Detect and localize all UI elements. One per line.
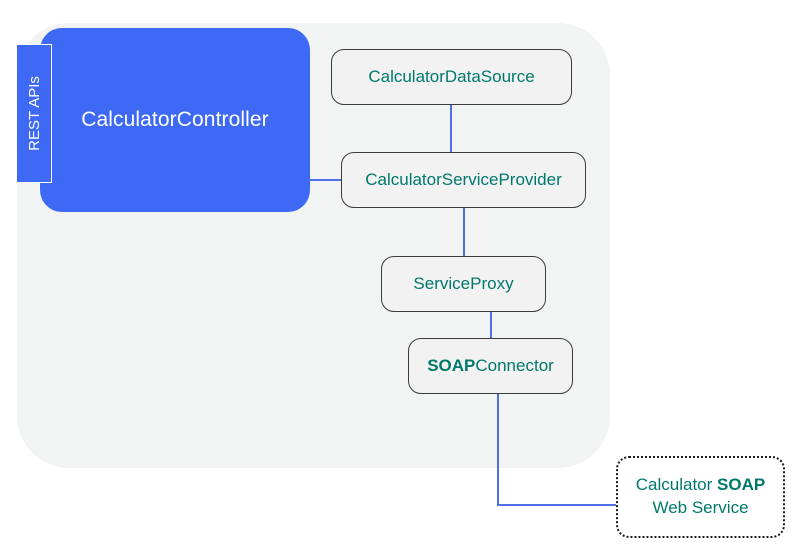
- node-soap-connector-label: SOAPConnector: [427, 356, 554, 376]
- edge-connector-to-external-horizontal: [497, 504, 617, 506]
- rest-apis-tab[interactable]: REST APIs: [16, 44, 52, 183]
- node-calculator-service-provider[interactable]: CalculatorServiceProvider: [341, 152, 586, 208]
- external-service-line-2: Web Service: [652, 498, 749, 517]
- node-calculator-service-provider-label: CalculatorServiceProvider: [365, 170, 562, 189]
- edge-connector-to-external-vertical: [497, 393, 499, 506]
- node-calculator-data-source-label: CalculatorDataSource: [368, 67, 535, 86]
- node-soap-connector-label-rest: Connector: [475, 356, 554, 375]
- edge-datasource-to-provider: [450, 104, 452, 153]
- node-calculator-data-source[interactable]: CalculatorDataSource: [331, 49, 572, 105]
- node-calculator-controller-label: CalculatorController: [81, 108, 269, 131]
- edge-provider-to-proxy: [463, 207, 465, 257]
- external-service-line-1-bold: SOAP: [717, 475, 766, 495]
- edge-controller-to-provider: [310, 179, 342, 181]
- node-service-proxy-label: ServiceProxy: [413, 274, 514, 293]
- rest-apis-tab-label: REST APIs: [25, 76, 43, 151]
- node-calculator-controller[interactable]: CalculatorController: [40, 28, 310, 212]
- external-service-line-1-prefix: Calculator: [635, 475, 718, 495]
- edge-proxy-to-connector: [490, 311, 492, 339]
- external-service-line-1: Calculator SOAP: [636, 474, 765, 497]
- node-soap-connector[interactable]: SOAPConnector: [408, 338, 573, 394]
- node-calculator-soap-web-service[interactable]: Calculator SOAP Web Service: [616, 456, 785, 538]
- node-soap-connector-label-bold: SOAP: [427, 356, 476, 375]
- node-service-proxy[interactable]: ServiceProxy: [381, 256, 546, 312]
